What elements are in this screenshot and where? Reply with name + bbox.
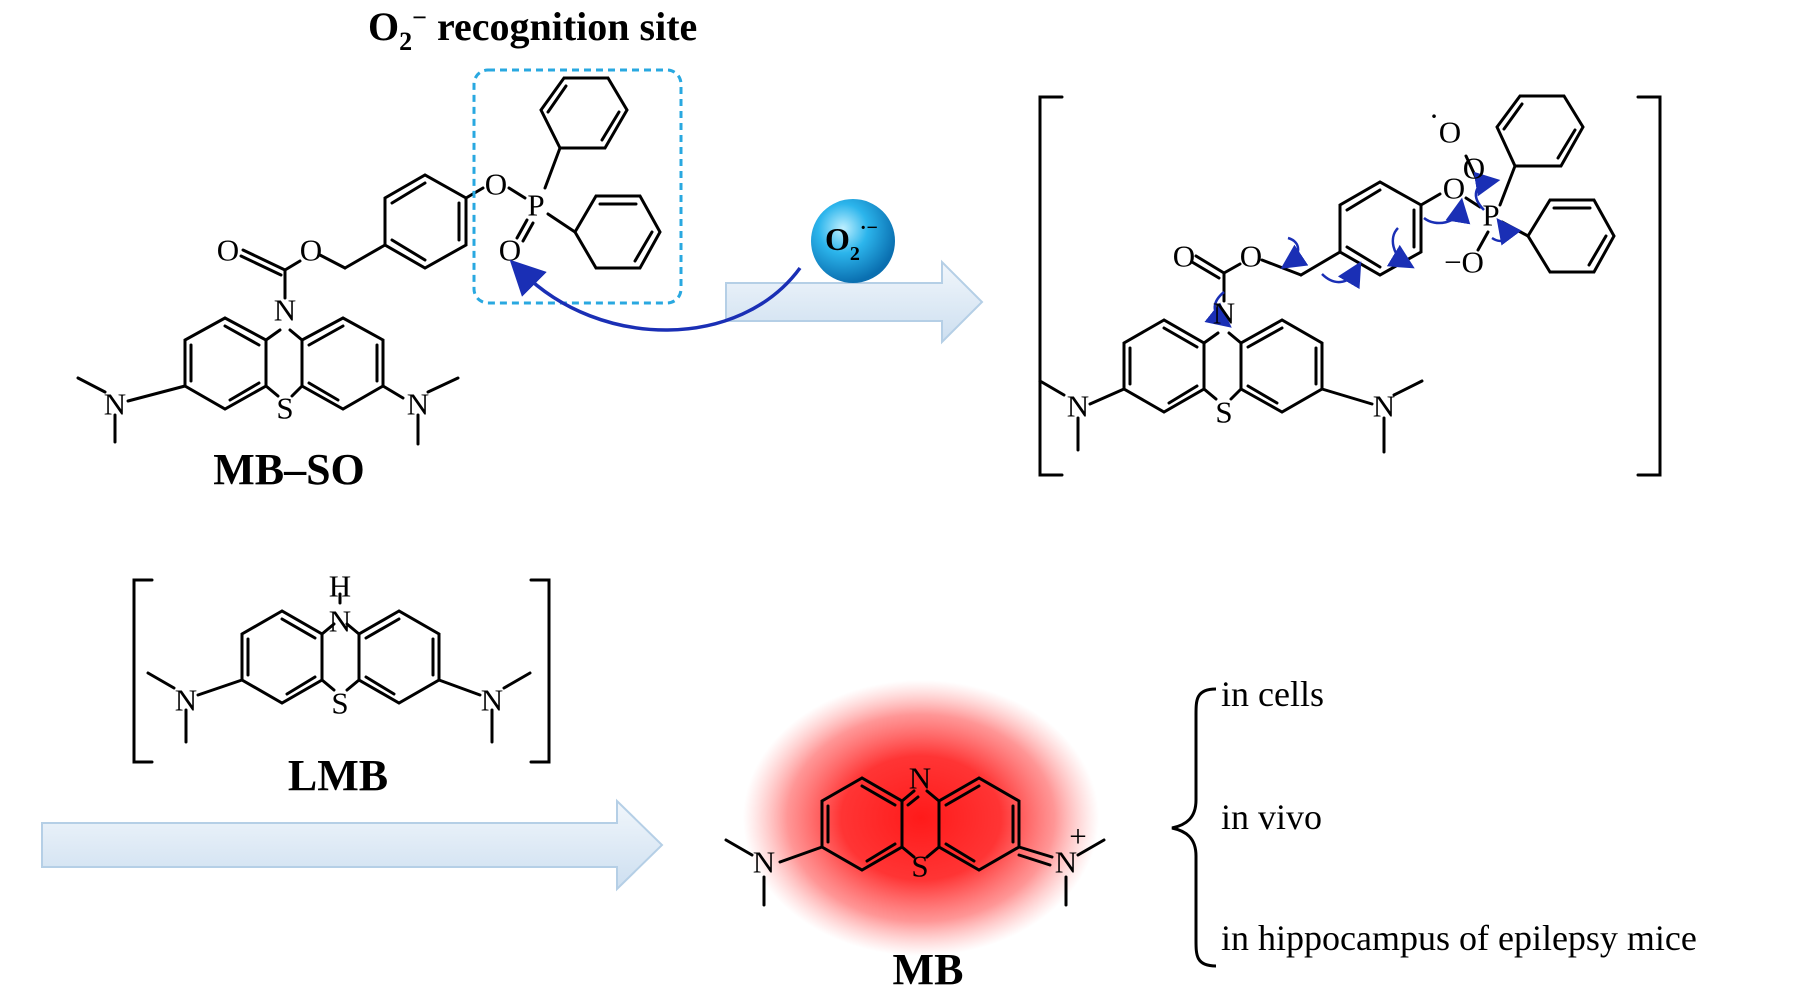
recognition-site-title: O2− recognition site: [368, 3, 697, 56]
svg-text:O2·−: O2·−: [825, 217, 878, 265]
int-atom-o-ester: O: [1240, 239, 1262, 274]
mbso-structure: N S N N O O O P O MB–SO: [76, 76, 662, 494]
mb-label: MB: [893, 945, 964, 993]
int-atom-s: S: [1215, 395, 1232, 430]
mbso-atom-o-carbonyl: O: [217, 233, 239, 268]
int-atom-p: P: [1482, 198, 1499, 233]
mb-atom-n-left: N: [753, 845, 775, 880]
mb-atom-n-right: N: [1055, 845, 1077, 880]
application-in-vivo: in vivo: [1221, 797, 1322, 837]
mbso-atom-p: P: [527, 188, 544, 223]
superoxide-ball: [811, 199, 895, 283]
mb-plus-charge: +: [1069, 819, 1086, 854]
mbso-atom-n-right: N: [407, 387, 429, 422]
mbso-atom-n-left: N: [104, 387, 126, 422]
applications-brace: [1171, 687, 1217, 968]
mbso-atom-o-double: O: [499, 233, 521, 268]
int-atom-o-carbonyl: O: [1173, 239, 1195, 274]
lmb-atom-n: N: [329, 604, 351, 639]
mb-structure: N S N N + MB: [724, 761, 1106, 993]
block-arrow-top: [725, 259, 984, 345]
mbso-atom-s: S: [276, 391, 293, 426]
mbso-atom-o-ester: O: [300, 233, 322, 268]
intermediate-structure: N S N N O O O O O · P −O: [1038, 94, 1662, 477]
attack-curved-arrow: [509, 259, 802, 332]
mb-atom-s: S: [911, 849, 928, 884]
lmb-structure: H N S N N LMB: [132, 569, 551, 800]
int-atom-o-peroxo: O: [1463, 151, 1485, 186]
int-atom-o-aryl: O: [1443, 171, 1465, 206]
block-arrow-bottom: [41, 798, 664, 892]
int-atom-n: N: [1213, 296, 1235, 331]
lmb-label: LMB: [288, 751, 388, 800]
int-atom-o-minus: −O: [1444, 245, 1484, 280]
mb-fluorescence-glow: [743, 680, 1099, 956]
mbso-atom-n: N: [274, 293, 296, 328]
svg-text:O2− recognition site: O2− recognition site: [368, 3, 697, 56]
superoxide-reagent: O2·−: [811, 199, 895, 283]
lmb-atom-n-right: N: [481, 683, 503, 718]
lmb-atom-s: S: [331, 686, 348, 721]
int-atom-n-right: N: [1373, 389, 1395, 424]
lmb-atom-n-left: N: [175, 683, 197, 718]
application-hippocampus: in hippocampus of epilepsy mice: [1221, 918, 1697, 958]
recognition-site-box: [472, 68, 683, 305]
mb-atom-n: N: [909, 761, 931, 796]
application-in-cells: in cells: [1221, 674, 1324, 714]
mbso-atom-o-phosphinate: O: [485, 167, 507, 202]
int-atom-n-left: N: [1067, 389, 1089, 424]
int-radical-dot: ·: [1429, 99, 1439, 134]
int-atom-o-radical: O: [1439, 115, 1461, 150]
mbso-label: MB–SO: [213, 445, 365, 494]
lmb-atom-h: H: [329, 569, 351, 604]
